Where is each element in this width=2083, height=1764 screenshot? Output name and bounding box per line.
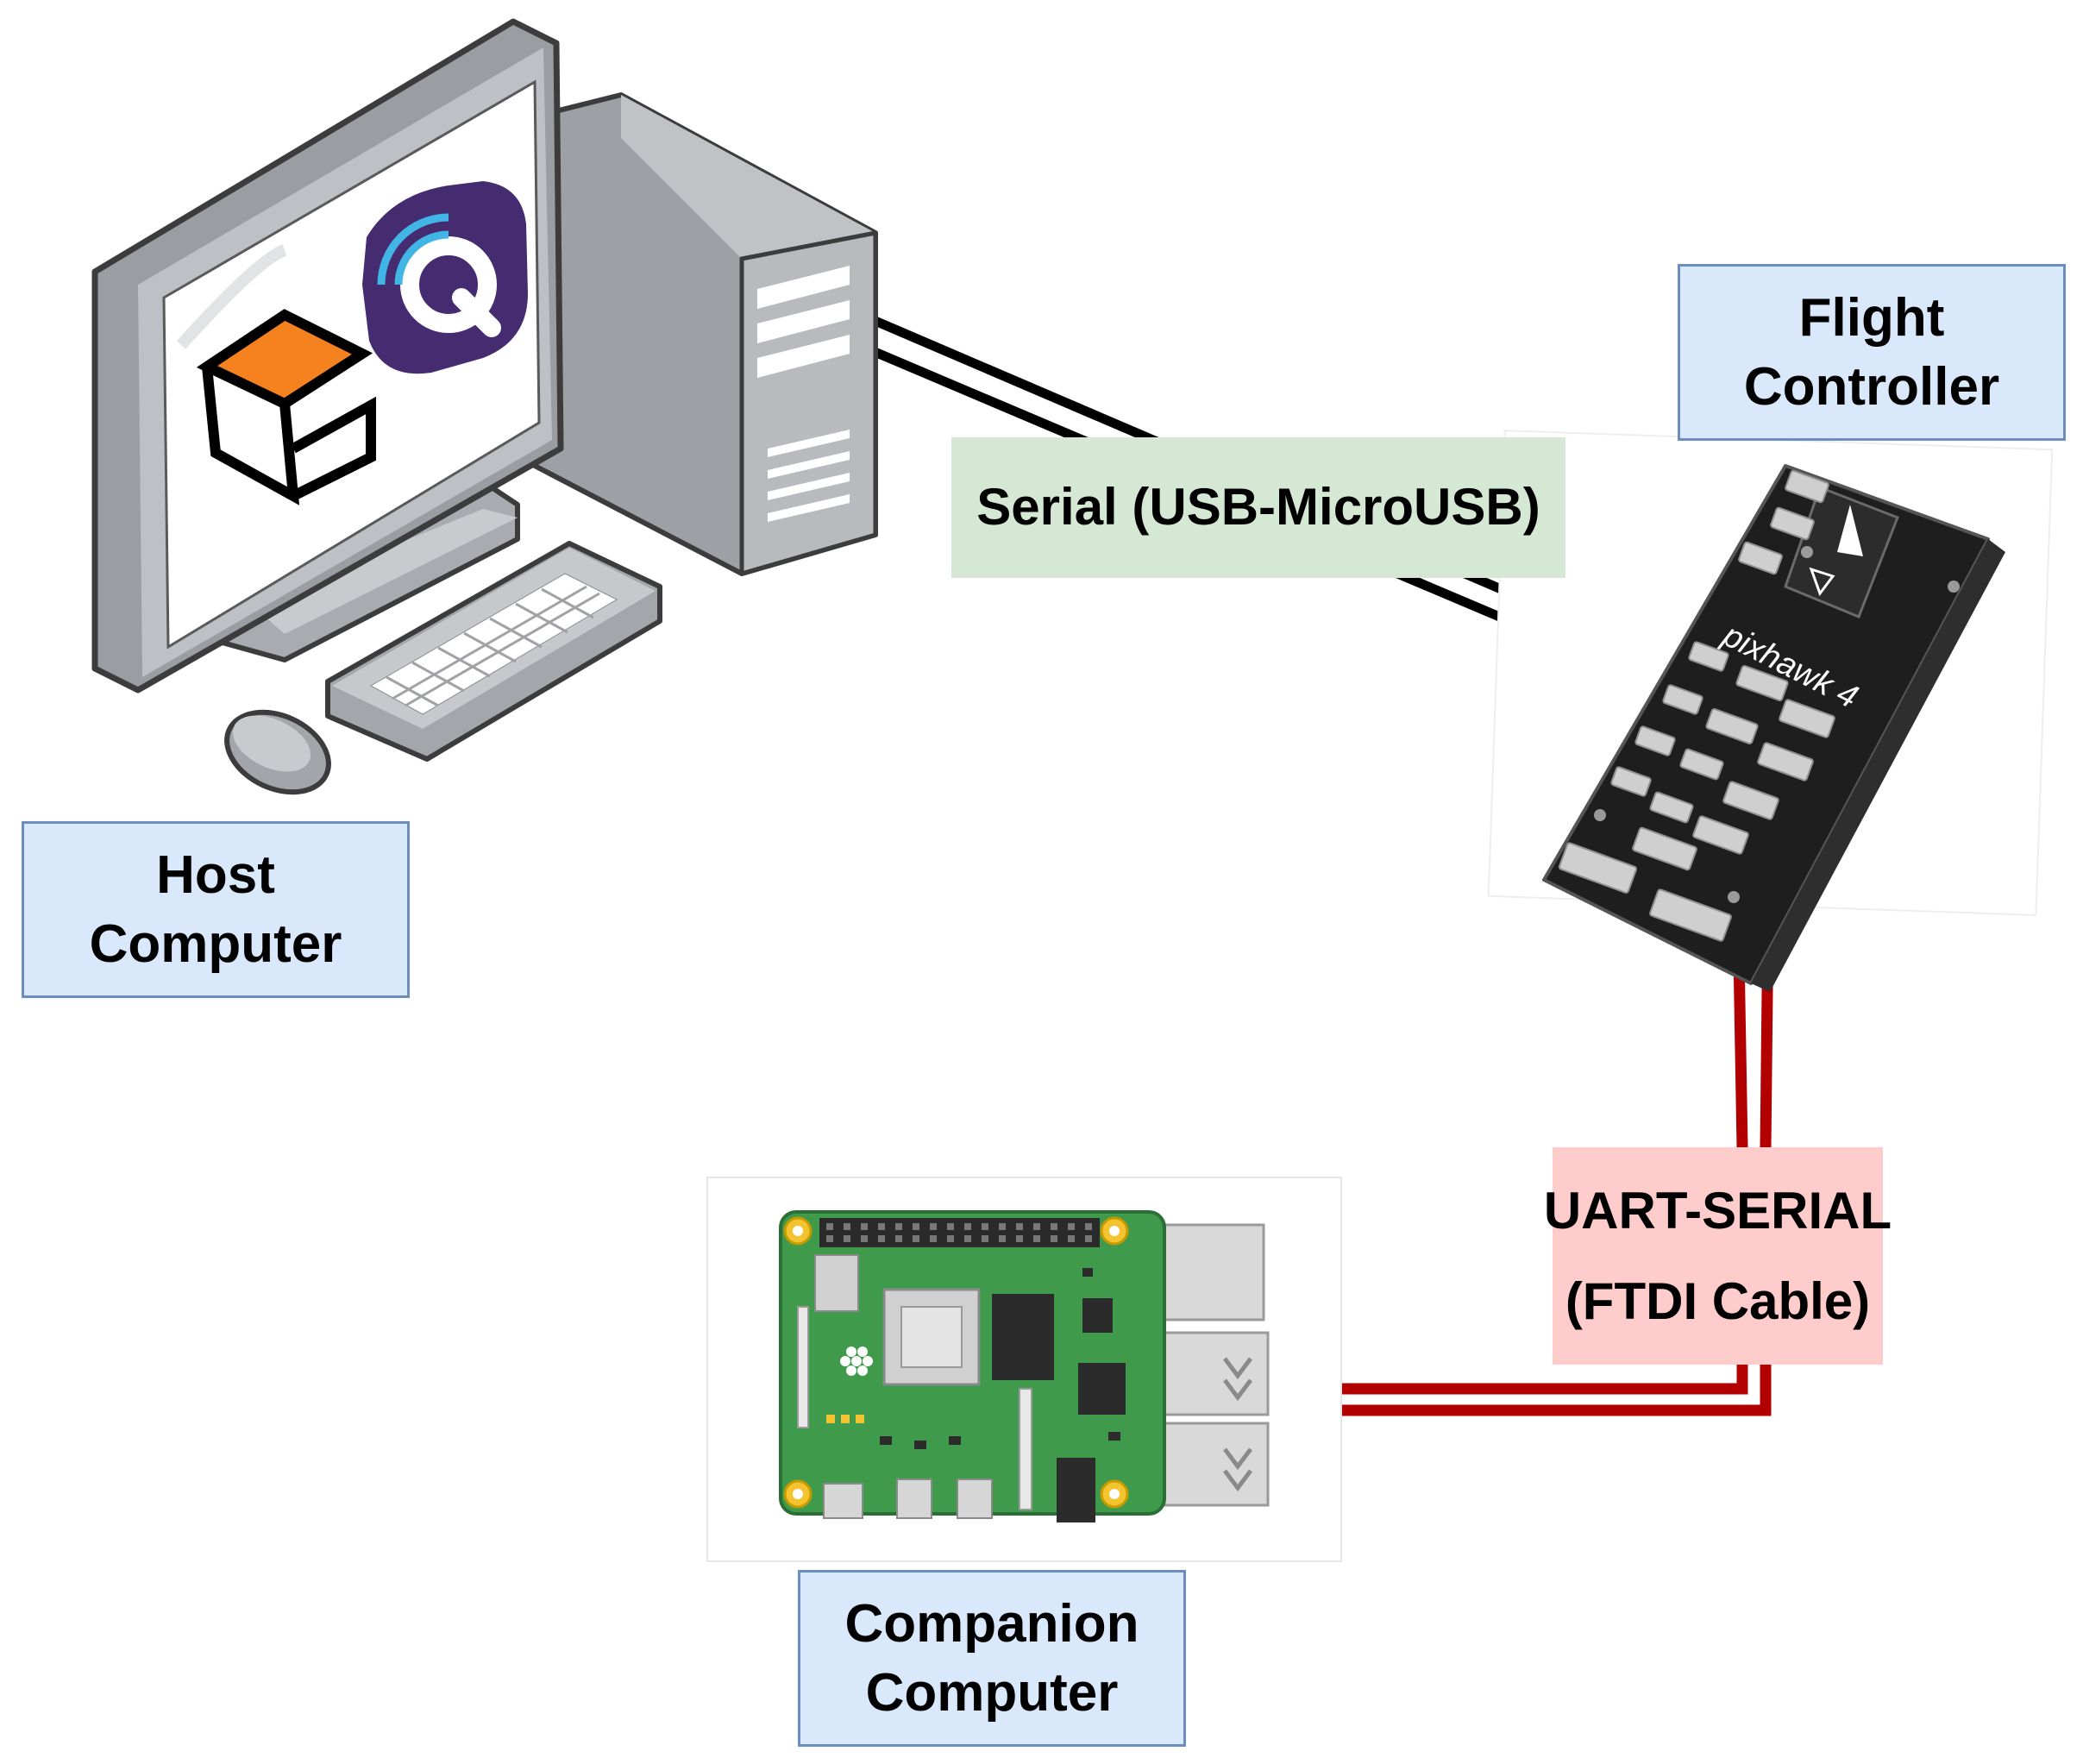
host-computer-label: Host Computer [22, 821, 410, 998]
flight-controller-label-line1: Flight [1798, 288, 1945, 348]
companion-label-line1: Companion [844, 1594, 1139, 1654]
pixhawk-board-icon: pixhawk 4 [1487, 430, 2054, 992]
companion-label-line2: Computer [865, 1662, 1119, 1723]
uart-connection-label: UART-SERIAL (FTDI Cable) [1544, 1147, 1892, 1365]
flight-controller-label-line2: Controller [1743, 356, 2000, 417]
usb-connection-label-text: Serial (USB-MicroUSB) [976, 478, 1540, 537]
uart-connection-label-line2: (FTDI Cable) [1565, 1272, 1871, 1330]
host-label-line1: Host [156, 845, 275, 906]
uart-connection-label-line1: UART-SERIAL [1543, 1182, 1892, 1240]
raspberry-pi-board-icon [706, 1177, 1342, 1562]
qgroundcontrol-icon [362, 181, 528, 374]
usb-connection-label: Serial (USB-MicroUSB) [951, 437, 1565, 578]
flight-controller-label: Flight Controller [1678, 264, 2066, 441]
companion-computer-label: Companion Computer [798, 1570, 1186, 1747]
px4-logo-icon [196, 309, 376, 505]
host-label-line2: Computer [89, 913, 342, 974]
